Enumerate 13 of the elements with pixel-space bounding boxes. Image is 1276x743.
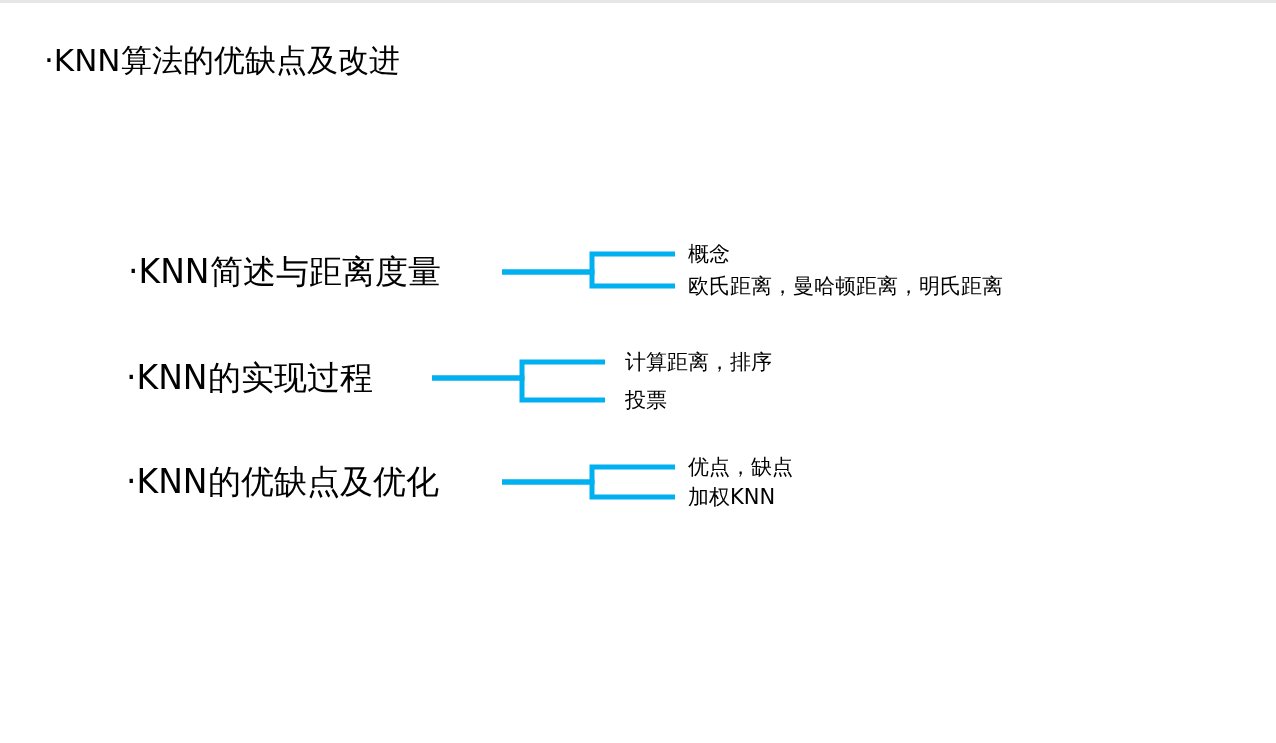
subtopic-label: 欧氏距离，曼哈顿距离，明氏距离 [688,273,1003,300]
subtopic-label: 投票 [625,387,667,414]
topic-label: ·KNN简述与距离度量 [128,250,441,293]
bracket-connector [502,479,675,500]
bracket-connector [502,269,675,289]
topic-label: ·KNN的优缺点及优化 [126,460,439,503]
subtopic-label: 加权KNN [688,484,776,511]
subtopic-label: 优点，缺点 [688,454,793,481]
slide-title: ·KNN算法的优缺点及改进 [44,41,400,80]
topic-label: ·KNN的实现过程 [126,356,373,399]
bracket-connector [432,375,605,403]
subtopic-label: 计算距离，排序 [625,349,772,376]
subtopic-label: 概念 [688,241,730,268]
